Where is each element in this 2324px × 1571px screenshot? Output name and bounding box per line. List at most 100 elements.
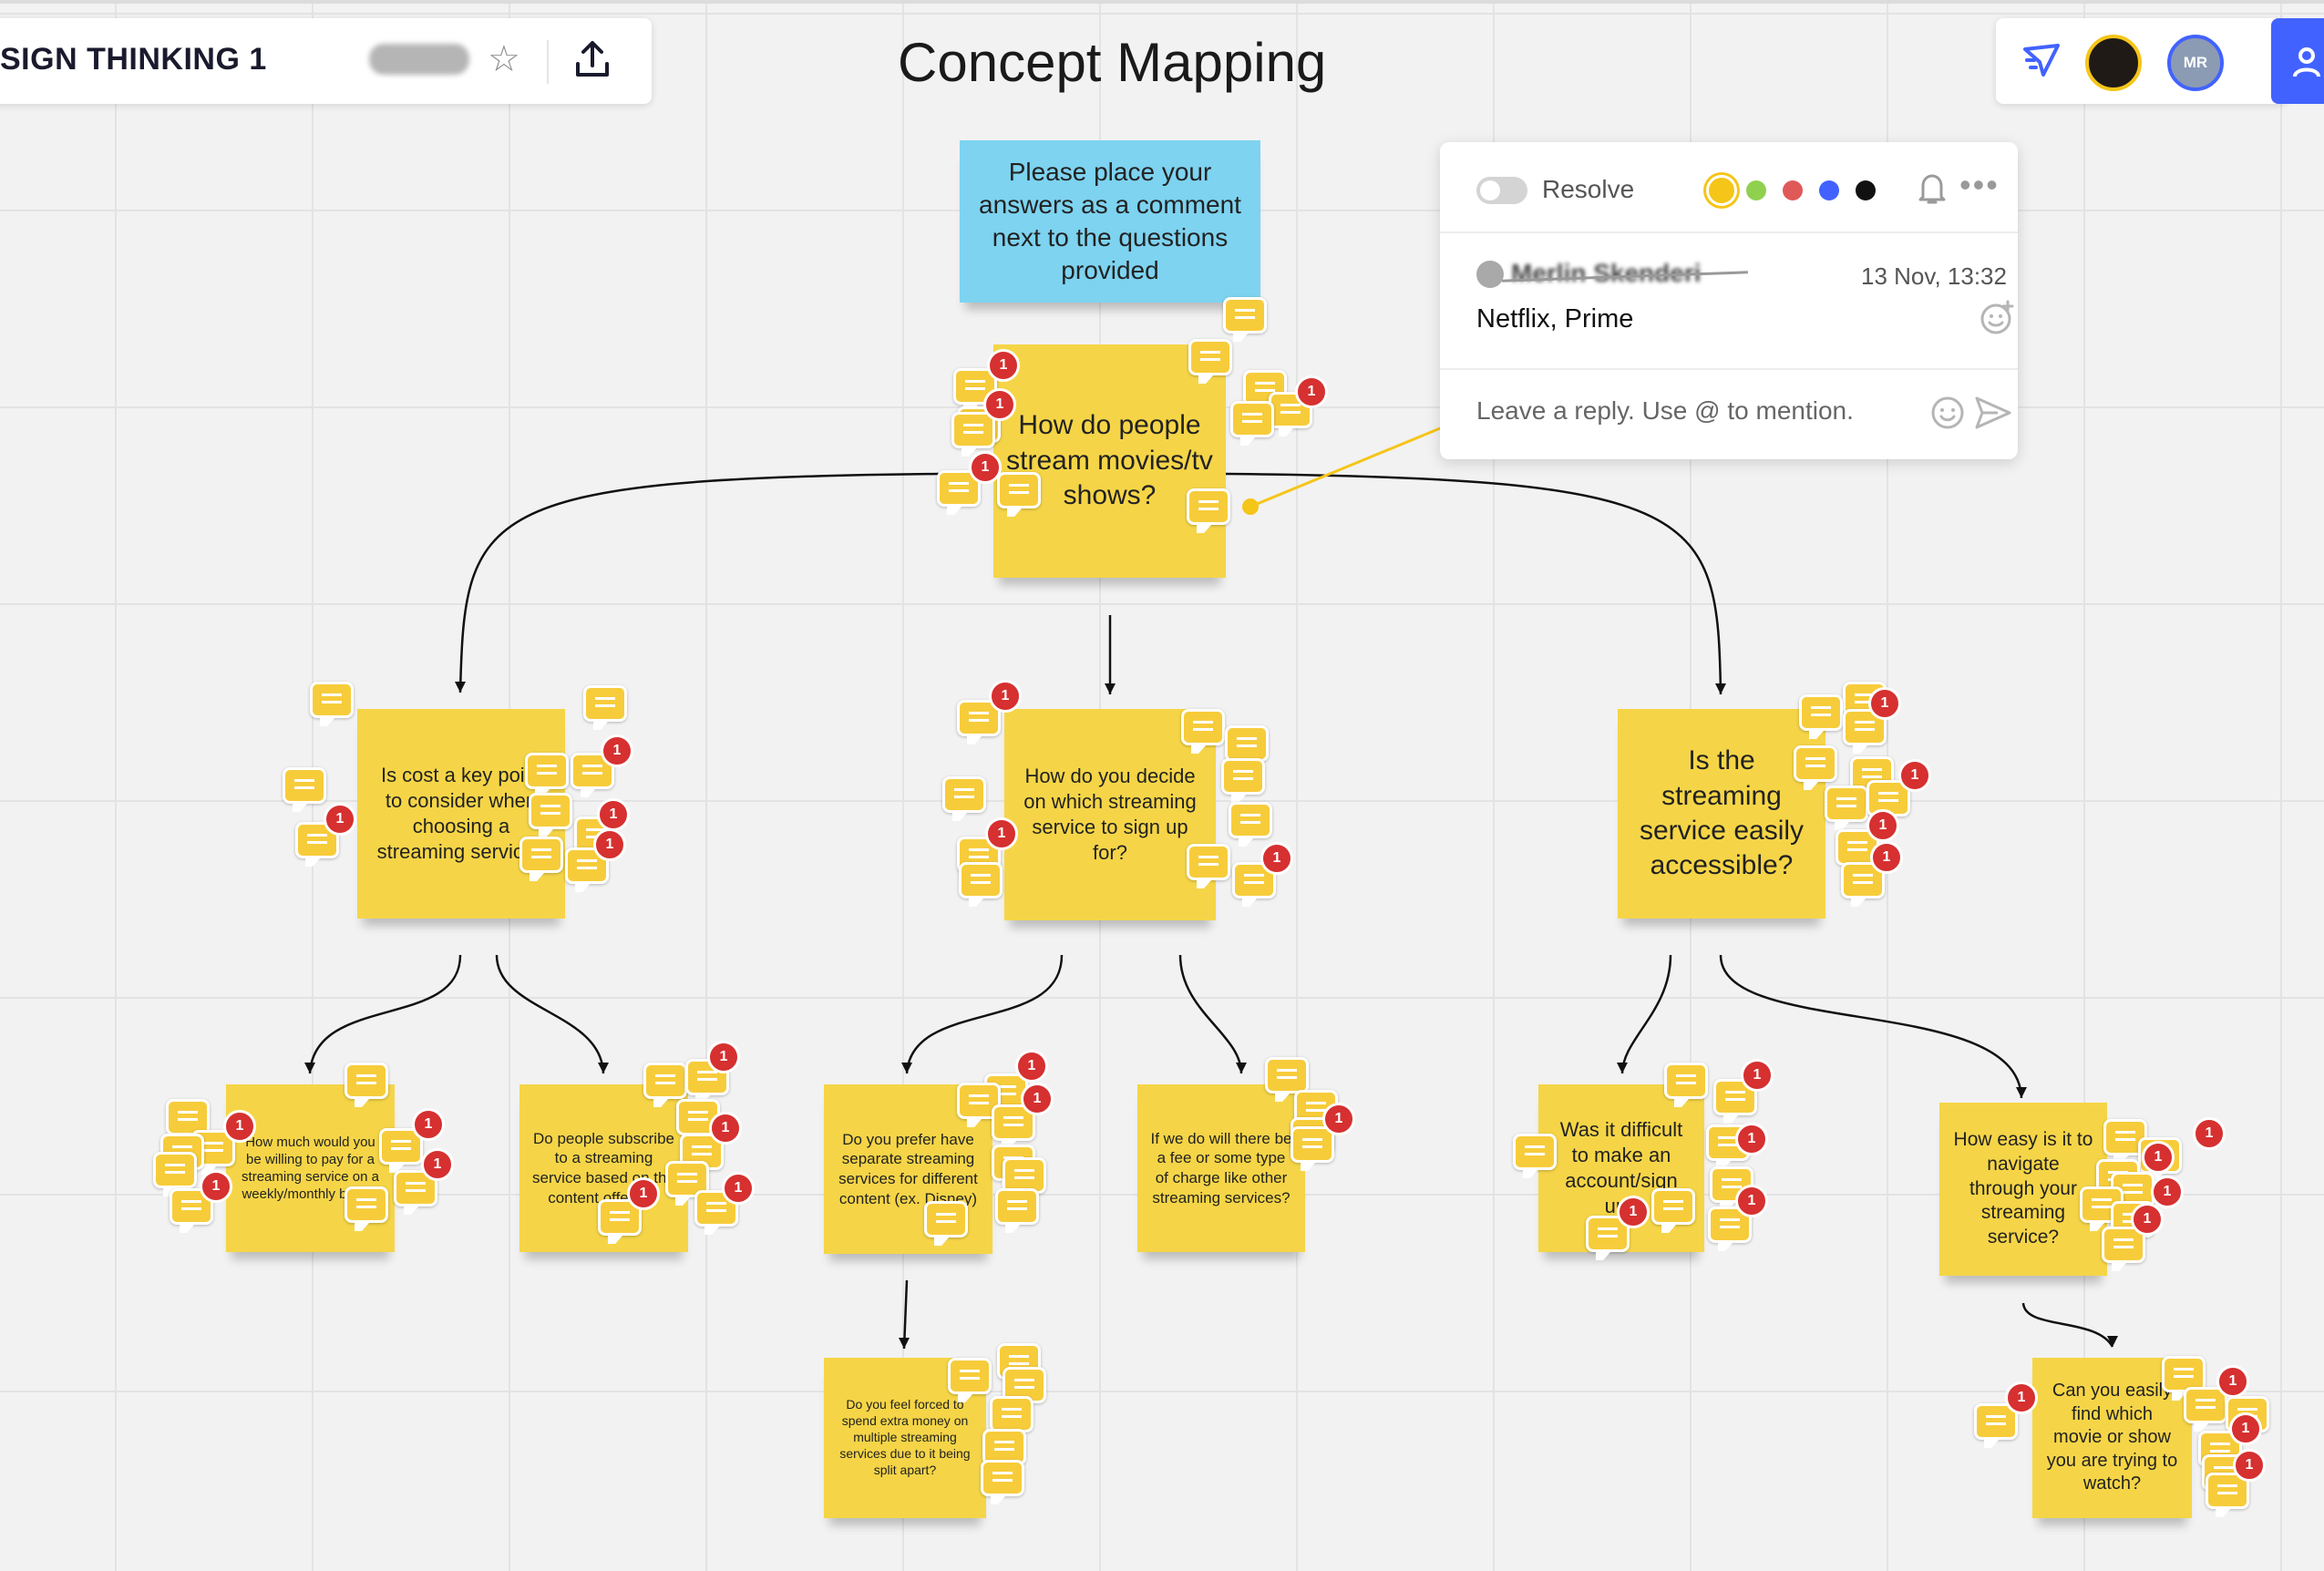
- emoji-icon[interactable]: [1930, 395, 1965, 435]
- unread-badge[interactable]: 1: [1870, 841, 1903, 874]
- comment-icon[interactable]: [1232, 862, 1276, 907]
- comment-icon[interactable]: [571, 753, 614, 797]
- unread-badge[interactable]: 1: [1015, 1050, 1048, 1083]
- comment-icon[interactable]: [519, 837, 563, 881]
- send-icon[interactable]: [1974, 395, 2012, 435]
- unread-badge[interactable]: 1: [2193, 1117, 2226, 1150]
- unread-badge[interactable]: 1: [1617, 1196, 1650, 1228]
- export-icon[interactable]: [574, 38, 611, 83]
- comment-icon[interactable]: [1825, 786, 1868, 830]
- sticky-note-access[interactable]: Is the streaming service easily accessib…: [1618, 709, 1825, 919]
- unread-badge[interactable]: 1: [707, 1041, 740, 1073]
- unread-badge[interactable]: 1: [1322, 1103, 1355, 1135]
- unread-badge[interactable]: 1: [223, 1110, 256, 1143]
- comment-icon[interactable]: [995, 1188, 1039, 1233]
- sticky-note-navigate[interactable]: How easy is it to navigate through your …: [1939, 1103, 2107, 1276]
- comment-icon[interactable]: [951, 412, 995, 457]
- comment-icon[interactable]: [924, 1201, 968, 1246]
- comment-icon[interactable]: [665, 1161, 709, 1206]
- comment-icon[interactable]: [344, 1063, 388, 1107]
- add-reaction-icon[interactable]: [1980, 299, 2016, 340]
- bell-icon[interactable]: [1916, 171, 1949, 210]
- unread-badge[interactable]: 1: [1866, 809, 1899, 842]
- comment-icon[interactable]: [1229, 802, 1272, 847]
- comment-icon[interactable]: [583, 685, 627, 730]
- comment-icon[interactable]: [643, 1063, 687, 1107]
- comment-icon[interactable]: [1188, 339, 1232, 384]
- comment-icon[interactable]: [997, 472, 1041, 517]
- comment-icon[interactable]: [525, 753, 569, 797]
- unread-badge[interactable]: 1: [200, 1170, 232, 1203]
- unread-badge[interactable]: 1: [597, 798, 630, 831]
- comment-icon[interactable]: [394, 1170, 437, 1215]
- unread-badge[interactable]: 1: [1898, 759, 1931, 792]
- unread-badge[interactable]: 1: [709, 1112, 742, 1145]
- comment-icon[interactable]: [1664, 1063, 1708, 1107]
- avatar[interactable]: [2085, 35, 2142, 91]
- unread-badge[interactable]: 1: [969, 451, 1002, 484]
- comment-icon[interactable]: [1841, 862, 1885, 907]
- comment-icon[interactable]: [1187, 488, 1230, 533]
- unread-badge[interactable]: 1: [2131, 1203, 2164, 1236]
- unread-badge[interactable]: 1: [2151, 1176, 2184, 1208]
- resolve-toggle[interactable]: [1476, 177, 1527, 204]
- unread-badge[interactable]: 1: [421, 1148, 454, 1181]
- comment-icon[interactable]: [981, 1460, 1024, 1504]
- comment-icon[interactable]: [957, 1083, 1001, 1127]
- unread-badge[interactable]: 1: [2216, 1365, 2249, 1398]
- unread-badge[interactable]: 1: [412, 1108, 445, 1141]
- share-button[interactable]: [2271, 18, 2324, 104]
- comment-icon[interactable]: [529, 793, 572, 837]
- unread-badge[interactable]: 1: [2142, 1141, 2175, 1174]
- color-option-yellow[interactable]: [1706, 175, 1737, 206]
- unread-badge[interactable]: 1: [2229, 1412, 2262, 1445]
- attention-icon[interactable]: [2021, 42, 2062, 85]
- comment-icon[interactable]: [283, 767, 326, 812]
- comment-icon[interactable]: [1265, 1057, 1309, 1102]
- star-icon[interactable]: ☆: [488, 39, 520, 79]
- comment-icon[interactable]: [1187, 844, 1230, 888]
- comment-icon[interactable]: [959, 862, 1003, 907]
- sticky-note-pay[interactable]: How much would you be willing to pay for…: [226, 1084, 395, 1252]
- unread-badge[interactable]: 1: [1295, 375, 1328, 408]
- comment-icon[interactable]: [1225, 725, 1269, 770]
- unread-badge[interactable]: 1: [324, 803, 356, 836]
- color-option-blue[interactable]: [1819, 180, 1839, 200]
- comment-icon[interactable]: [153, 1152, 197, 1196]
- unread-badge[interactable]: 1: [2233, 1449, 2266, 1482]
- reply-input[interactable]: [1475, 386, 1897, 436]
- sticky-note-fee[interactable]: If we do will there be a fee or some typ…: [1137, 1084, 1305, 1252]
- unread-badge[interactable]: 1: [722, 1172, 755, 1205]
- comment-icon[interactable]: [1181, 709, 1225, 754]
- comment-icon[interactable]: [1794, 745, 1837, 790]
- unread-badge[interactable]: 1: [1741, 1059, 1774, 1092]
- more-icon[interactable]: •••: [1959, 166, 2000, 203]
- unread-badge[interactable]: 1: [987, 349, 1020, 382]
- comment-icon[interactable]: [1651, 1188, 1695, 1233]
- comment-icon[interactable]: [1708, 1206, 1752, 1251]
- unread-badge[interactable]: 1: [1021, 1083, 1054, 1115]
- comment-icon[interactable]: [1291, 1126, 1334, 1171]
- comment-icon[interactable]: [1513, 1134, 1557, 1178]
- unread-badge[interactable]: 1: [985, 817, 1018, 850]
- comment-icon[interactable]: [990, 1396, 1033, 1441]
- unread-badge[interactable]: 1: [627, 1177, 660, 1210]
- comment-icon[interactable]: [170, 1188, 213, 1233]
- comment-icon[interactable]: [1230, 401, 1274, 446]
- sticky-note-instructions[interactable]: Please place your answers as a comment n…: [960, 140, 1260, 303]
- comment-icon[interactable]: [344, 1186, 388, 1231]
- board-name[interactable]: SIGN THINKING 1: [0, 42, 267, 77]
- sticky-note-decide[interactable]: How do you decide on which streaming ser…: [1004, 709, 1216, 920]
- comment-icon[interactable]: [1799, 694, 1843, 739]
- unread-badge[interactable]: 1: [1735, 1185, 1768, 1217]
- comment-icon[interactable]: [942, 776, 986, 821]
- sticky-note-root[interactable]: How do people stream movies/tv shows?: [993, 344, 1226, 578]
- unread-badge[interactable]: 1: [983, 388, 1016, 421]
- comment-icon[interactable]: [2080, 1186, 2123, 1231]
- unread-badge[interactable]: 1: [1260, 842, 1293, 875]
- color-option-red[interactable]: [1783, 180, 1803, 200]
- unread-badge[interactable]: 1: [2005, 1381, 2038, 1414]
- unread-badge[interactable]: 1: [1735, 1123, 1768, 1155]
- color-option-green[interactable]: [1746, 180, 1766, 200]
- avatar-initials[interactable]: MR: [2167, 35, 2224, 91]
